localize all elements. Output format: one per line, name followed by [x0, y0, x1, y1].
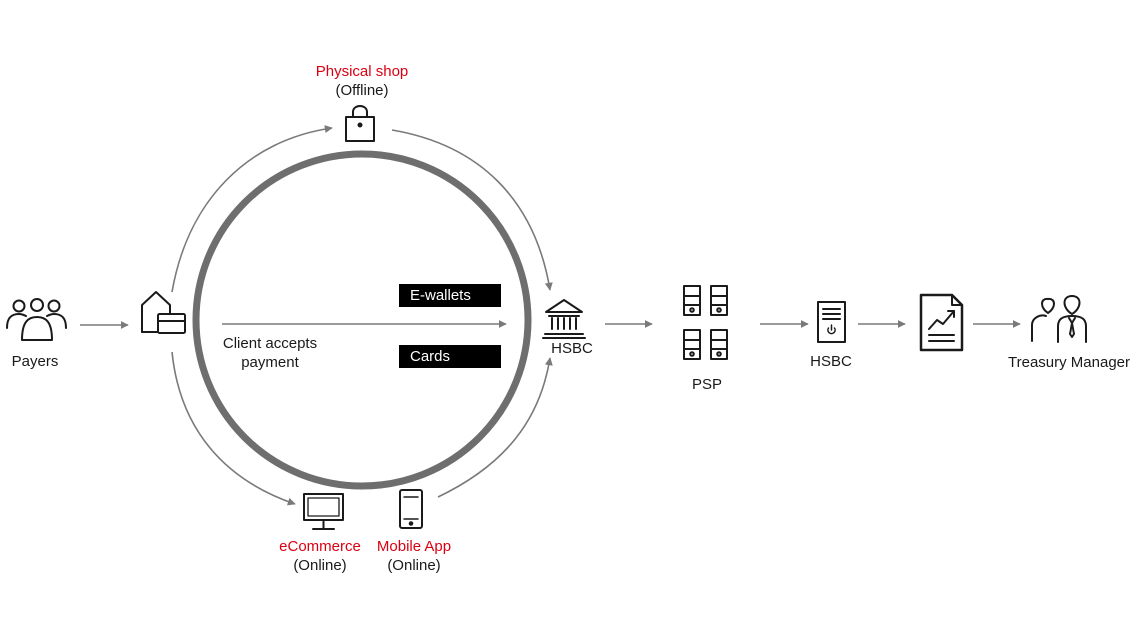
smartphone-icon — [399, 489, 423, 529]
arc-mobile-to-hsbc — [437, 357, 553, 498]
payers-label: Payers — [11, 353, 59, 370]
server-rack-icon — [683, 285, 728, 360]
arc-merchant-to-ecommerce — [171, 351, 296, 506]
mobile-app-label: Mobile App — [376, 538, 452, 555]
physical-shop-label: Physical shop — [315, 63, 409, 80]
mobile-app-sublabel: (Online) — [387, 557, 441, 574]
ecommerce-label: eCommerce — [279, 538, 361, 555]
arc-shop-to-hsbc — [391, 129, 553, 291]
business-people-icon — [1031, 295, 1087, 343]
hsbc-bank-label: HSBC — [551, 340, 593, 357]
ewallets-badge: E-wallets — [399, 284, 501, 307]
shopping-bag-icon — [345, 105, 375, 142]
report-chart-icon — [919, 293, 964, 352]
server-power-icon — [817, 301, 846, 343]
hsbc-server-label: HSBC — [810, 353, 852, 370]
client-accepts-label: Client accepts — [222, 335, 318, 352]
ecommerce-sublabel: (Online) — [293, 557, 347, 574]
bank-building-icon — [542, 299, 586, 339]
arc-merchant-to-shop — [171, 125, 333, 293]
cards-badge: Cards — [399, 345, 501, 368]
physical-shop-sublabel: (Offline) — [335, 82, 389, 99]
desktop-monitor-icon — [303, 493, 344, 530]
client-accepts-label-2: payment — [241, 354, 299, 371]
payment-ring — [192, 150, 532, 490]
treasury-manager-label: Treasury Manager — [1008, 354, 1130, 371]
store-card-icon — [141, 291, 186, 334]
people-group-icon — [6, 298, 67, 341]
psp-label: PSP — [691, 376, 722, 393]
